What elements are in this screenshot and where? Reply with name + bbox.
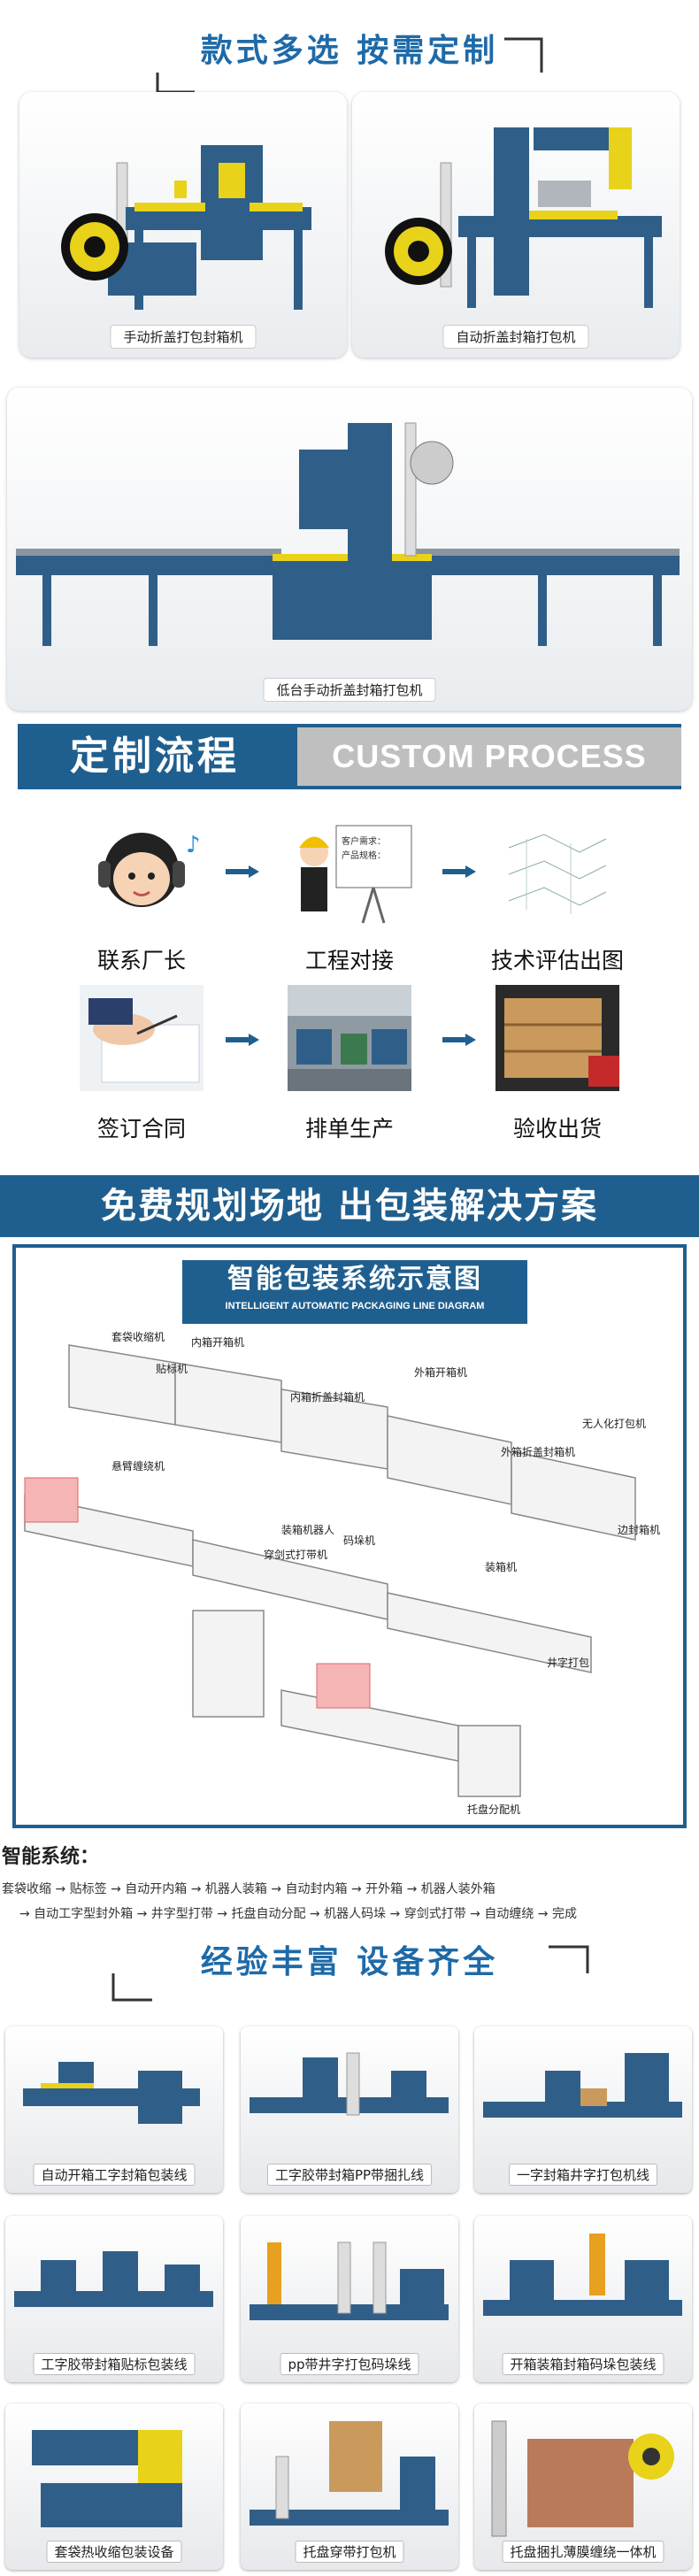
product-card-auto[interactable]: 自动折盖封箱打包机 — [352, 92, 680, 358]
signing-contract-icon — [75, 980, 208, 1096]
machine-image — [483, 2234, 682, 2316]
svg-text:♪: ♪ — [186, 832, 201, 858]
arrow-right-icon — [442, 865, 476, 878]
machine-image — [61, 145, 311, 310]
diagram-label: 贴标机 — [156, 1363, 188, 1375]
diagram-title-cn: 智能包装系统示意图 — [227, 1264, 482, 1295]
diagram-label: 外箱折盖封箱机 — [501, 1446, 576, 1458]
step-label: 验收出货 — [512, 1116, 602, 1142]
card-caption: 工字胶带封箱贴标包装线 — [33, 2353, 196, 2375]
step-delivery: 验收出货 — [469, 980, 646, 1143]
arrow-right-icon — [226, 1034, 259, 1046]
diagram-label: 装箱机器人 — [281, 1524, 335, 1536]
machine-image — [32, 2430, 182, 2527]
line-card[interactable]: 工字胶带封箱贴标包装线 — [5, 2216, 223, 2382]
section1-title: 款式多选 按需定制 — [200, 33, 499, 69]
line-card[interactable]: 托盘捆扎薄膜缠绕一体机 — [474, 2403, 692, 2570]
step-label: 签订合同 — [96, 1116, 186, 1142]
machine-image — [250, 2242, 449, 2320]
system-heading: 智能系统： — [2, 1846, 100, 1868]
diagram-title-en: INTELLIGENT AUTOMATIC PACKAGING LINE DIA… — [225, 1301, 485, 1311]
diagram-label: 悬臂缠绕机 — [111, 1460, 165, 1473]
step-contact: ♪ 联系厂长 — [53, 812, 230, 975]
step-label: 联系厂长 — [96, 948, 186, 973]
diagram-label: 井字打包 — [547, 1657, 590, 1669]
diagram-label: 托盘分配机 — [467, 1803, 521, 1816]
process-banner: 定制流程 CUSTOM PROCESS — [18, 724, 681, 789]
line-card[interactable]: 托盘穿带打包机 — [241, 2403, 458, 2570]
step-contract: 签订合同 — [53, 980, 230, 1143]
step-label: 技术评估出图 — [490, 948, 624, 973]
product-card-lowdeck[interactable]: 低台手动折盖封箱打包机 — [7, 388, 692, 711]
machine-image — [16, 422, 680, 646]
arrow-right-icon — [442, 1034, 476, 1046]
card-caption: 托盘捆扎薄膜缠绕一体机 — [502, 2541, 664, 2563]
headset-avatar-icon: ♪ — [75, 812, 208, 927]
product-card-manual[interactable]: 手动折盖打包封箱机 — [19, 92, 347, 358]
line-card[interactable]: 套袋热收缩包装设备 — [5, 2403, 223, 2570]
line-card[interactable]: pp带井字打包码垛线 — [241, 2216, 458, 2382]
bracket-decoration — [156, 37, 543, 92]
diagram-label: 内箱开箱机 — [191, 1336, 245, 1349]
line-card[interactable]: 自动开箱工字封箱包装线 — [5, 2026, 223, 2193]
board-line: 产品规格： — [342, 851, 386, 861]
card-caption: 工字胶带封箱PP带捆扎线 — [266, 2164, 433, 2186]
machine-image — [491, 2420, 674, 2537]
section4-title: 经验丰富 设备齐全 — [200, 1944, 499, 1980]
process-title-cn: 定制流程 — [18, 724, 292, 789]
card-caption: 一字封箱井字打包机线 — [508, 2164, 658, 2186]
bracket-decoration — [111, 1945, 589, 2002]
machine-image — [23, 2062, 200, 2124]
diagram-label: 装箱机 — [485, 1561, 518, 1573]
diagram-label: 内箱折盖封箱机 — [290, 1391, 365, 1403]
machine-image — [250, 2052, 449, 2116]
packaging-line-diagram: 智能包装系统示意图 INTELLIGENT AUTOMATIC PACKAGIN… — [12, 1244, 687, 1828]
card-caption: 低台手动折盖封箱打包机 — [263, 678, 436, 702]
line-card[interactable]: 工字胶带封箱PP带捆扎线 — [241, 2026, 458, 2193]
machine-image — [14, 2251, 213, 2307]
card-caption: 开箱装箱封箱码垛包装线 — [502, 2353, 664, 2375]
process-title-en: CUSTOM PROCESS — [297, 727, 681, 786]
card-caption: 托盘穿带打包机 — [295, 2541, 404, 2563]
line-card[interactable]: 开箱装箱封箱码垛包装线 — [474, 2216, 692, 2382]
card-caption: 套袋热收缩包装设备 — [46, 2541, 182, 2563]
factory-floor-icon — [283, 980, 416, 1096]
diagram-label: 穿剑式打带机 — [264, 1549, 328, 1561]
machine-image — [250, 2421, 449, 2526]
step-evaluation: 技术评估出图 — [469, 812, 646, 975]
section4-title-wrap: 经验丰富 设备齐全 — [0, 1929, 699, 2002]
machine-image — [483, 2053, 682, 2118]
diagram-label: 边封箱机 — [618, 1524, 661, 1536]
card-caption: 自动开箱工字封箱包装线 — [33, 2164, 196, 2186]
shipping-crate-icon — [491, 980, 624, 1096]
line-card[interactable]: 一字封箱井字打包机线 — [474, 2026, 692, 2193]
diagram-drawing — [24, 1344, 636, 1797]
diagram-label: 无人化打包机 — [582, 1418, 647, 1430]
section1-title-wrap: 款式多选 按需定制 — [0, 21, 699, 92]
card-caption: pp带井字打包码垛线 — [280, 2353, 419, 2375]
machine-image — [385, 127, 662, 308]
diagram-title-box: 智能包装系统示意图 INTELLIGENT AUTOMATIC PACKAGIN… — [182, 1260, 527, 1324]
step-engineering: 客户需求： 产品规格： 工程对接 — [261, 812, 438, 975]
diagram-label: 套袋收缩机 — [111, 1331, 165, 1343]
diagram-label: 码垛机 — [343, 1534, 376, 1547]
blueprint-drawing-icon — [491, 812, 624, 927]
card-caption: 手动折盖打包封箱机 — [110, 325, 257, 349]
system-flow-line2: → 自动工字型封外箱 → 井字型打带 → 托盘自动分配 → 机器人码垛 → 穿剑… — [19, 1907, 577, 1921]
planning-banner: 免费规划场地 出包装解决方案 — [0, 1175, 699, 1237]
arrow-right-icon — [226, 865, 259, 878]
system-flow-line1: 套袋收缩 → 贴标签 → 自动开内箱 → 机器人装箱 → 自动封内箱 → 开外箱… — [2, 1882, 495, 1896]
step-label: 工程对接 — [304, 948, 394, 973]
engineer-board-icon: 客户需求： 产品规格： — [283, 812, 416, 927]
card-caption: 自动折盖封箱打包机 — [442, 325, 589, 349]
step-production: 排单生产 — [261, 980, 438, 1143]
diagram-label: 外箱开箱机 — [414, 1366, 468, 1379]
step-label: 排单生产 — [304, 1116, 394, 1142]
board-line: 客户需求： — [342, 837, 386, 847]
